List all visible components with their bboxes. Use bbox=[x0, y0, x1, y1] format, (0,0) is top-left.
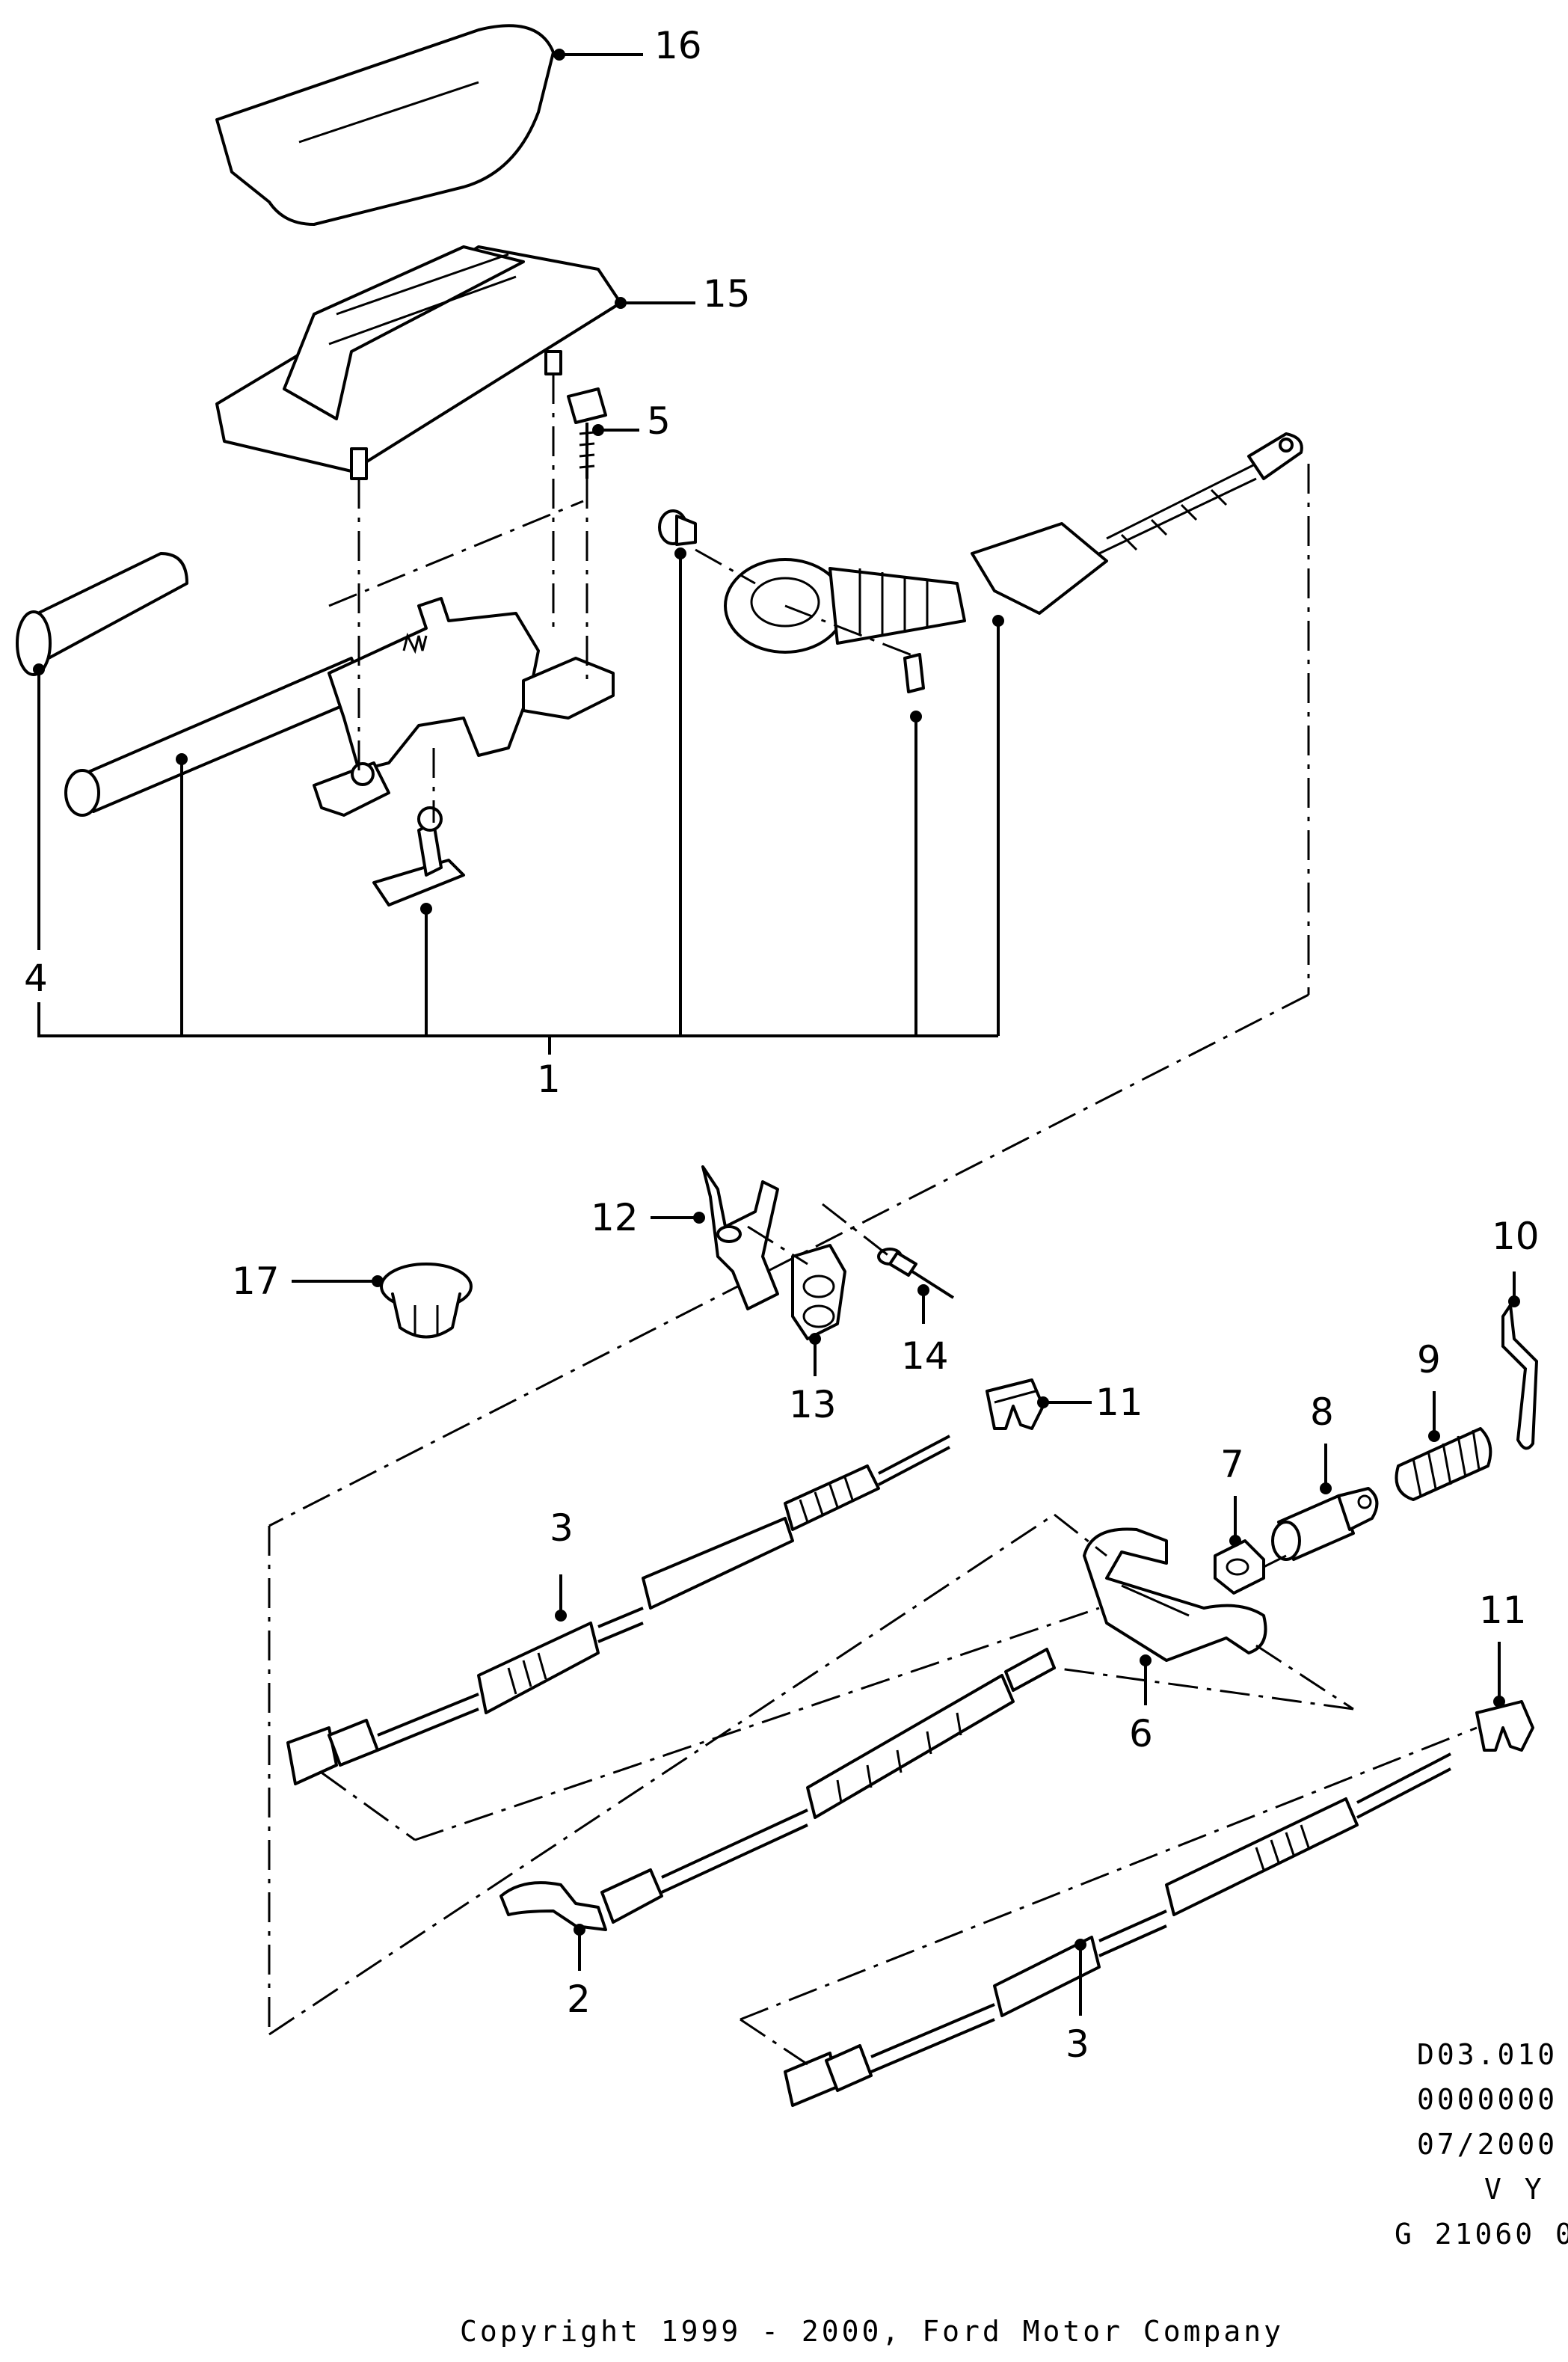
leader-dot-3a bbox=[555, 1610, 567, 1622]
alignment-lines-lower bbox=[268, 1513, 1478, 2066]
callout-7: 7 bbox=[1220, 1443, 1244, 1486]
callout-8: 8 bbox=[1310, 1390, 1334, 1434]
callout-5: 5 bbox=[647, 399, 671, 443]
reference-line-3: 07/2000 bbox=[1417, 2128, 1558, 2161]
leader-dot-9 bbox=[1428, 1430, 1440, 1442]
reference-line-5: G 21060 0 bbox=[1395, 2218, 1568, 2251]
part-4-grip bbox=[16, 552, 188, 676]
part-3-cable-upper bbox=[286, 1435, 950, 1785]
part-2-cable-front bbox=[499, 1648, 1056, 1931]
leader-dot-13 bbox=[809, 1333, 821, 1345]
callout-3b: 3 bbox=[1066, 2022, 1089, 2066]
reference-line-4: V Y bbox=[1484, 2173, 1545, 2206]
callout-15: 15 bbox=[703, 272, 751, 316]
callout-16: 16 bbox=[654, 24, 702, 67]
part-12-fork-clip bbox=[701, 1165, 779, 1310]
leader-dot-14 bbox=[917, 1284, 929, 1296]
part-13-cable-clip bbox=[791, 1244, 846, 1340]
callout-10: 10 bbox=[1492, 1215, 1540, 1258]
callout-13: 13 bbox=[789, 1383, 837, 1426]
leader-dot-7 bbox=[1229, 1535, 1241, 1547]
leader-dot-12 bbox=[693, 1212, 705, 1224]
bracket-1 bbox=[37, 547, 1004, 1055]
part-handbrake-lever bbox=[64, 597, 615, 817]
part-11-clip-upper bbox=[986, 1378, 1045, 1430]
part-15-console bbox=[215, 245, 622, 480]
part-17-grommet bbox=[380, 1263, 473, 1339]
leader-dot-4 bbox=[33, 663, 45, 675]
reference-line-1: D03.010 bbox=[1417, 2038, 1558, 2071]
leader-dot-16 bbox=[553, 49, 565, 61]
reference-line-2: 0000000 bbox=[1417, 2083, 1558, 2116]
part-16-boot-cover bbox=[215, 24, 555, 226]
leader-dot-2 bbox=[574, 1924, 585, 1936]
callout-11b: 11 bbox=[1479, 1589, 1527, 1632]
part-3-cable-lower bbox=[784, 1752, 1451, 2107]
part-plug bbox=[658, 509, 697, 546]
leader-dot-10 bbox=[1508, 1295, 1520, 1307]
callout-17: 17 bbox=[232, 1260, 280, 1303]
callout-2: 2 bbox=[567, 1978, 591, 2021]
part-8-adjuster bbox=[1271, 1487, 1379, 1561]
callout-1: 1 bbox=[537, 1058, 561, 1101]
alignment-12-14 bbox=[747, 1225, 808, 1266]
alignment-lines-upper bbox=[268, 374, 1310, 1527]
part-pawl-bracket bbox=[372, 806, 465, 907]
leader-dot-15 bbox=[615, 297, 627, 309]
leader-dot-8 bbox=[1320, 1482, 1332, 1494]
leader-dot-3b bbox=[1074, 1939, 1086, 1951]
callout-12: 12 bbox=[591, 1196, 639, 1239]
leader-dot-5 bbox=[592, 424, 604, 436]
reference-block: D03.010 0000000 07/2000 V Y G 21060 0 bbox=[1395, 2038, 1568, 2251]
part-7-nut bbox=[1214, 1539, 1265, 1595]
alignment-14 bbox=[822, 1203, 891, 1258]
part-10-spring-hook bbox=[1501, 1301, 1539, 1450]
part-9-spring bbox=[1395, 1427, 1492, 1501]
callout-3a: 3 bbox=[550, 1506, 574, 1550]
leader-dot-11a bbox=[1037, 1396, 1049, 1408]
part-11-clip-lower bbox=[1475, 1700, 1534, 1752]
callout-11a: 11 bbox=[1095, 1381, 1143, 1424]
callout-6: 6 bbox=[1129, 1712, 1153, 1755]
part-5-bolt bbox=[567, 387, 607, 479]
leader-dot-6 bbox=[1140, 1654, 1152, 1666]
leader-dot-11b bbox=[1493, 1696, 1505, 1708]
callout-9: 9 bbox=[1417, 1338, 1441, 1381]
callout-14: 14 bbox=[901, 1334, 949, 1378]
part-cable-gaiter bbox=[724, 432, 1303, 693]
copyright-notice: Copyright 1999 - 2000, Ford Motor Compan… bbox=[460, 2315, 1284, 2348]
part-14-pin bbox=[877, 1248, 955, 1299]
callout-4: 4 bbox=[24, 957, 48, 1000]
leader-dot-17 bbox=[372, 1275, 384, 1287]
